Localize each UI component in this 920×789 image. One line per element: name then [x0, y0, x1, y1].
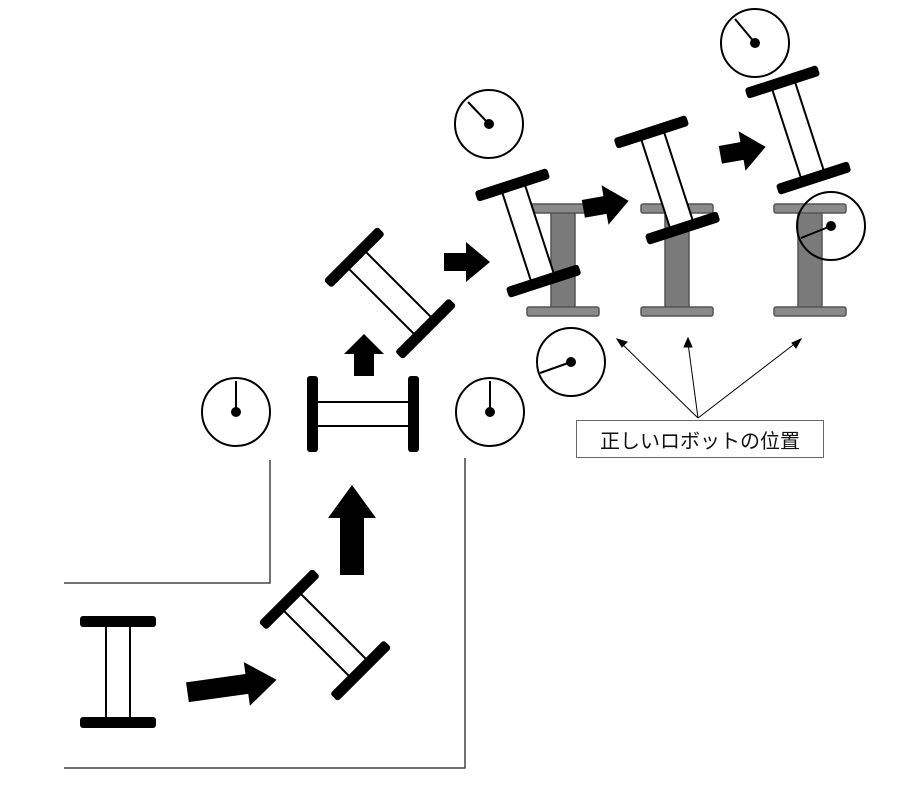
correct-position-label: 正しいロボットの位置: [576, 420, 824, 458]
robot-drift-1: [475, 168, 581, 298]
robot-start: [80, 616, 156, 728]
move-arrow-icon: [581, 185, 629, 225]
walls: [64, 458, 466, 769]
ghost-robot-1: [526, 203, 600, 317]
robot-straight: [307, 376, 419, 452]
robot-drift-3: [745, 65, 851, 195]
move-arrow-icon: [344, 334, 384, 376]
move-arrow-icon: [186, 662, 277, 706]
callout-pointers: [615, 336, 803, 419]
distance-sensor-icon: [720, 8, 790, 78]
distance-sensor-icon: [796, 191, 866, 261]
move-arrow-icon: [444, 242, 490, 282]
robot-turning-1: [259, 569, 391, 701]
ghost-robot-3: [773, 203, 847, 317]
move-arrow-icon: [718, 131, 766, 171]
distance-sensor-icon: [536, 327, 606, 397]
robot-drift-2: [614, 115, 720, 245]
outer-wall: [64, 458, 466, 769]
sensors: [201, 8, 866, 447]
distance-sensor-icon: [454, 89, 524, 159]
distance-sensor-icon: [455, 377, 525, 447]
move-arrow-icon: [328, 485, 376, 575]
distance-sensor-icon: [201, 377, 271, 447]
move-arrows: [186, 131, 766, 706]
inner-wall: [64, 460, 271, 584]
robot-turning-2: [324, 227, 456, 359]
